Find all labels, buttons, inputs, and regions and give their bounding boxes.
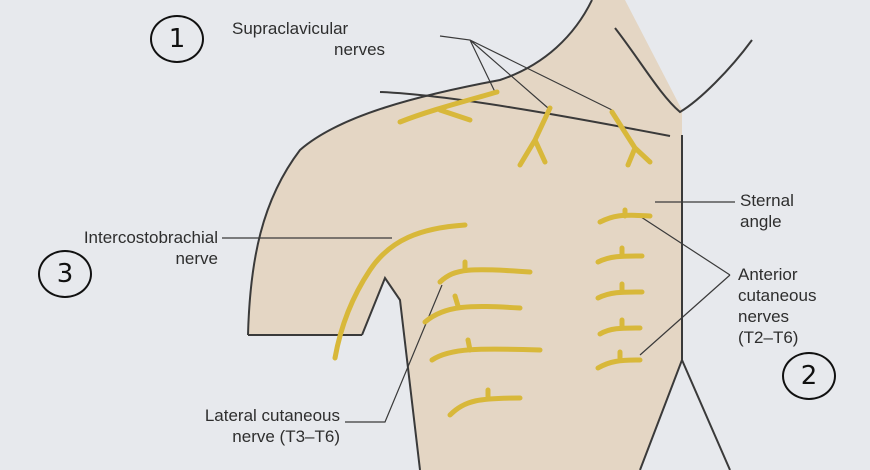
- lateral-cutaneous-nerve: [422, 293, 523, 325]
- anterior-cutaneous-nerve: [597, 317, 643, 337]
- label-line: nerves: [738, 307, 790, 326]
- intercostobrachial-label: Intercostobrachial nerve: [0, 227, 218, 269]
- handwritten-circled-1: 1: [150, 15, 204, 63]
- intercostobrachial-nerve: [332, 222, 468, 361]
- anterior-cutaneous-nerve: [595, 349, 643, 371]
- anterior-cutaneous-nerve: [597, 207, 653, 225]
- armpit-outline: [361, 275, 421, 470]
- supraclavicular-nerve: [517, 105, 553, 168]
- label-line: nerve: [175, 249, 218, 268]
- supraclavicular-nerve: [397, 89, 500, 125]
- anterior-cutaneous-nerve: [595, 245, 645, 265]
- leader-lines: [222, 35, 735, 423]
- supraclavicular-nerve: [609, 109, 653, 168]
- label-line: Anterior: [738, 265, 798, 284]
- label-line: Intercostobrachial: [83, 228, 218, 247]
- label-line: Supraclavicular: [232, 19, 349, 38]
- sternum-line: [639, 135, 731, 470]
- outlines: [247, 0, 753, 470]
- handwritten-circled-3: 3: [38, 250, 92, 298]
- lateral-cutaneous-nerve: [447, 387, 523, 418]
- label-line: Lateral cutaneous: [204, 406, 340, 425]
- nerves: [332, 89, 653, 418]
- clavicle-line: [379, 91, 671, 137]
- anterior-cutaneous-label: Anterior cutaneous nerves (T2–T6): [738, 264, 816, 348]
- lateral-cutaneous-nerve: [437, 259, 533, 285]
- lateral-cutaneous-nerve: [429, 337, 543, 363]
- neck-outline: [614, 27, 753, 114]
- skin-region: [248, 0, 682, 470]
- label-line: nerve (T3–T6): [232, 427, 340, 446]
- arm-outline: [247, 0, 593, 336]
- anterior-cutaneous-nerve: [595, 281, 645, 301]
- label-line: cutaneous: [738, 286, 817, 305]
- label-line: angle: [740, 212, 782, 231]
- label-line: (T2–T6): [738, 328, 799, 347]
- handwritten-circled-2: 2: [782, 352, 836, 400]
- supraclavicular-label: Supraclavicular nerves: [232, 18, 385, 60]
- label-line: Sternal: [740, 191, 794, 210]
- label-line: nerves: [334, 40, 386, 59]
- sternal-angle-label: Sternal angle: [740, 190, 794, 232]
- lateral-cutaneous-label: Lateral cutaneous nerve (T3–T6): [100, 405, 340, 447]
